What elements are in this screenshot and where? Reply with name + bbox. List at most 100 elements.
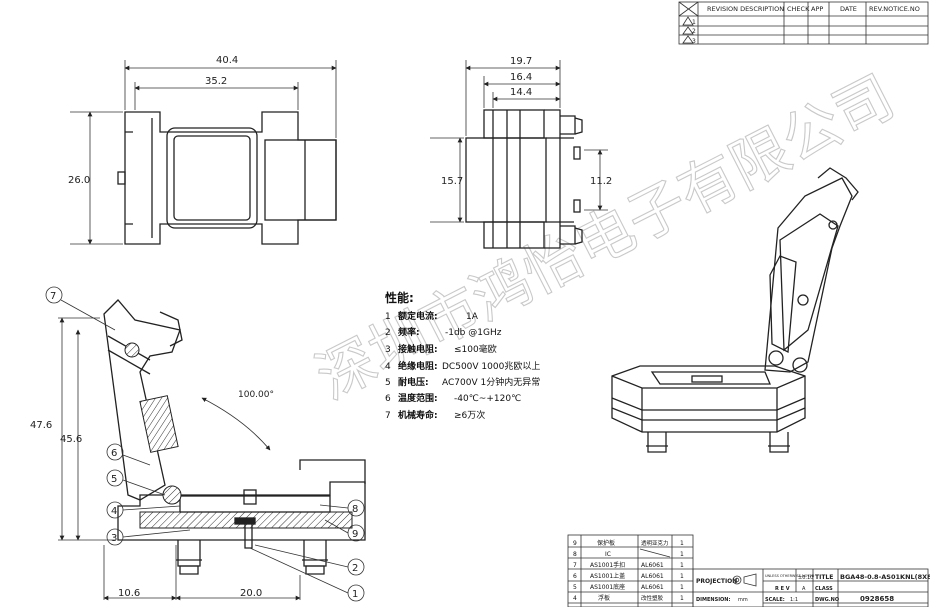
svg-text:AS1001手扣: AS1001手扣 [590,561,625,569]
svg-text:9: 9 [573,540,577,547]
svg-text:7: 7 [50,291,56,302]
svg-text:AC700V 1分钟内无异常: AC700V 1分钟内无异常 [442,376,540,388]
svg-text:3: 3 [385,345,391,355]
dim-side-h-left: 15.7 [441,176,463,187]
callout-3: 3 [106,528,191,546]
rev-header-notice: REV.NOTICE.NO [869,5,920,13]
svg-text:1: 1 [680,595,684,602]
dim-side-w3: 14.4 [510,87,532,98]
rev-row-3: 3 [682,35,696,45]
spec-item: 3 接触电阻: ≤100毫欧 [385,343,497,355]
svg-text:≤100毫欧: ≤100毫欧 [454,343,497,355]
svg-text:机械寿命:: 机械寿命: [398,409,438,421]
svg-text:AS1001底座: AS1001底座 [590,583,625,591]
side-view: 19.7 16.4 14.4 15.7 11.2 [430,56,612,249]
dim-sec-w-left: 10.6 [118,588,140,599]
dimension-unit: mm [738,597,748,603]
isometric-view [611,167,859,453]
svg-text:8: 8 [352,504,358,515]
svg-text:9: 9 [352,529,358,540]
top-view: 40.4 35.2 26.0 [68,55,337,245]
spec-item: 4 绝缘电阻: DC500V 1000兆欧以上 [385,360,540,372]
svg-text:3: 3 [111,533,117,544]
svg-text:1: 1 [385,312,391,322]
svg-text:6: 6 [111,448,117,459]
callout-1: 1 [249,547,365,602]
svg-text:2: 2 [385,328,391,338]
spec-item: 7 机械寿命: ≥6万次 [385,409,485,421]
svg-text:1: 1 [352,589,358,600]
rev-row-2: 2 [682,26,696,35]
svg-text:深圳市鸿怡电子有限公司: 深圳市鸿怡电子有限公司 [305,62,904,412]
dwg-label: DWG.NO [815,597,839,603]
dim-side-w1: 19.7 [510,56,532,67]
dim-side-h-right: 11.2 [590,176,612,187]
svg-text:7: 7 [573,562,577,569]
svg-text:1: 1 [680,562,684,569]
svg-text:DC500V 1000兆欧以上: DC500V 1000兆欧以上 [442,360,540,372]
rev-row-1: 1 [682,16,696,26]
dwg-value: 0928658 [860,595,894,603]
dim-sec-h-inner: 45.6 [60,434,82,445]
svg-text:改性塑胶: 改性塑胶 [641,594,664,602]
callout-8: 8 [319,499,365,517]
svg-text:频率:: 频率: [398,326,420,338]
dimension-label: DIMENSION: [696,597,730,603]
svg-text:7: 7 [385,411,391,421]
svg-text:1: 1 [680,551,684,558]
rev-header-check: CHECK [787,5,810,13]
rev-header-description: REVISION DESCRIPTION [707,5,784,13]
svg-text:6: 6 [573,573,577,580]
callout-2: 2 [254,544,365,576]
bom-row: 5 AS1001底座 AL6061 1 [573,583,684,591]
dim-top-height: 26.0 [68,175,90,186]
specs-title: 性能: [384,290,414,305]
svg-text:接触电阻:: 接触电阻: [398,343,438,355]
svg-text:保护板: 保护板 [597,539,615,547]
class-label: CLASS [815,586,833,592]
callout-4: 4 [106,501,181,519]
callout-9: 9 [324,519,365,542]
svg-text:5: 5 [385,378,391,388]
svg-text:IC: IC [605,551,611,558]
dim-top-width-outer: 40.4 [216,55,238,66]
watermark: 深圳市鸿怡电子有限公司 [305,62,905,413]
svg-text:绝缘电阻:: 绝缘电阻: [398,360,438,372]
svg-text:5: 5 [111,474,117,485]
svg-text:4: 4 [385,362,391,372]
svg-text:6: 6 [385,394,391,404]
dim-side-w2: 16.4 [510,72,532,83]
svg-text:1: 1 [680,584,684,591]
svg-text:5: 5 [573,584,577,591]
svg-text:1: 1 [692,19,696,26]
svg-text:AS1001上盖: AS1001上盖 [590,572,625,580]
svg-text:1: 1 [680,540,684,547]
svg-text:浮板: 浮板 [598,594,610,602]
section-view: 100.00° 47.6 45.6 10.6 20.0 7 6 5 4 3 8 … [30,286,366,602]
svg-text:AL6061: AL6061 [641,584,664,591]
projection-label: PROJECTION [696,578,737,585]
svg-text:温度范围:: 温度范围: [398,392,438,404]
projection-symbol-icon [732,573,757,587]
svg-text:≥6万次: ≥6万次 [454,409,485,421]
svg-text:1A: 1A [466,312,479,322]
scale-label: SCALE: [765,597,785,603]
bom-row: 9 保护板 透明亚克力 1 [573,539,684,547]
revision-table: REVISION DESCRIPTION CHECK APP DATE REV.… [678,1,929,45]
title-value: BGA48-0.8-AS01KNL(8X8) [840,573,930,581]
callout-5: 5 [106,469,166,496]
callout-6: 6 [106,443,151,466]
tolerance-value: ±0.10 [798,575,813,581]
title-label: TITLE [815,574,833,581]
rev-label: R E V [775,586,790,592]
dim-top-width-inner: 35.2 [205,76,227,87]
svg-text:4: 4 [111,506,117,517]
svg-text:透明亚克力: 透明亚克力 [641,539,669,547]
